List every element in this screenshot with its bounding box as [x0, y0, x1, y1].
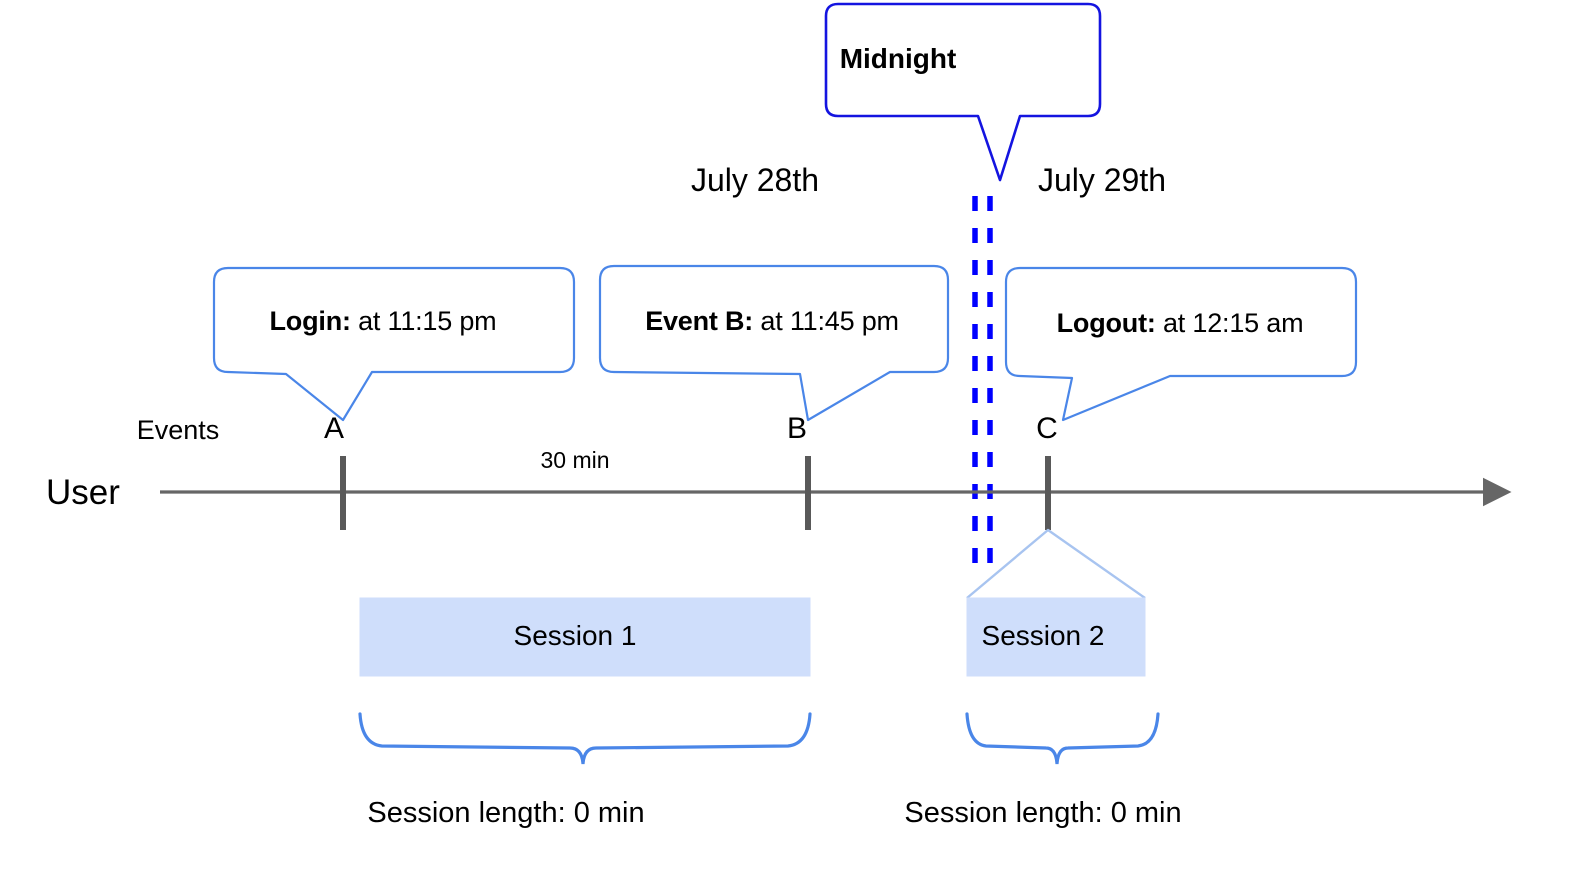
login-callout-text: Login: at 11:15 pm	[270, 308, 497, 335]
date-label-july-28: July 28th	[690, 162, 820, 198]
session2-brace	[965, 712, 1160, 765]
session-2-bar	[966, 597, 1146, 677]
user-row-label: User	[46, 473, 120, 512]
session-2-label: Session 2	[981, 620, 1105, 651]
login-callout-detail: at 11:15 pm	[350, 306, 497, 336]
login-callout-shape	[212, 266, 576, 422]
timeline-ticks	[340, 456, 1051, 530]
logout-callout-detail: at 12:15 am	[1155, 308, 1304, 338]
midnight-dashed-lines	[972, 196, 993, 578]
logout-callout-title: Logout:	[1056, 308, 1156, 338]
session2-connector	[966, 528, 1146, 599]
point-label-a: A	[323, 412, 345, 445]
point-label-c: C	[1036, 412, 1058, 445]
eventb-callout-detail: at 11:45 pm	[753, 306, 899, 336]
eventb-callout-title: Event B:	[645, 306, 754, 336]
events-row-label: Events	[136, 415, 220, 445]
logout-callout-shape	[1004, 266, 1358, 422]
session-1-label: Session 1	[513, 620, 637, 651]
login-callout-title: Login:	[269, 306, 351, 336]
midnight-label: Midnight	[839, 43, 957, 74]
date-label-july-29: July 29th	[1037, 162, 1167, 198]
interval-label-30-min: 30 min	[540, 447, 610, 473]
eventb-callout-text: Event B: at 11:45 pm	[645, 308, 899, 335]
midnight-callout-shape	[824, 2, 1102, 182]
logout-callout-text: Logout: at 12:15 am	[1057, 310, 1304, 337]
session-1-length-label: Session length: 0 min	[367, 797, 645, 829]
point-label-b: B	[786, 412, 808, 445]
session1-brace	[358, 712, 812, 765]
eventb-callout-shape	[598, 264, 950, 422]
session-1-bar	[359, 597, 811, 677]
session-2-length-label: Session length: 0 min	[904, 797, 1182, 829]
